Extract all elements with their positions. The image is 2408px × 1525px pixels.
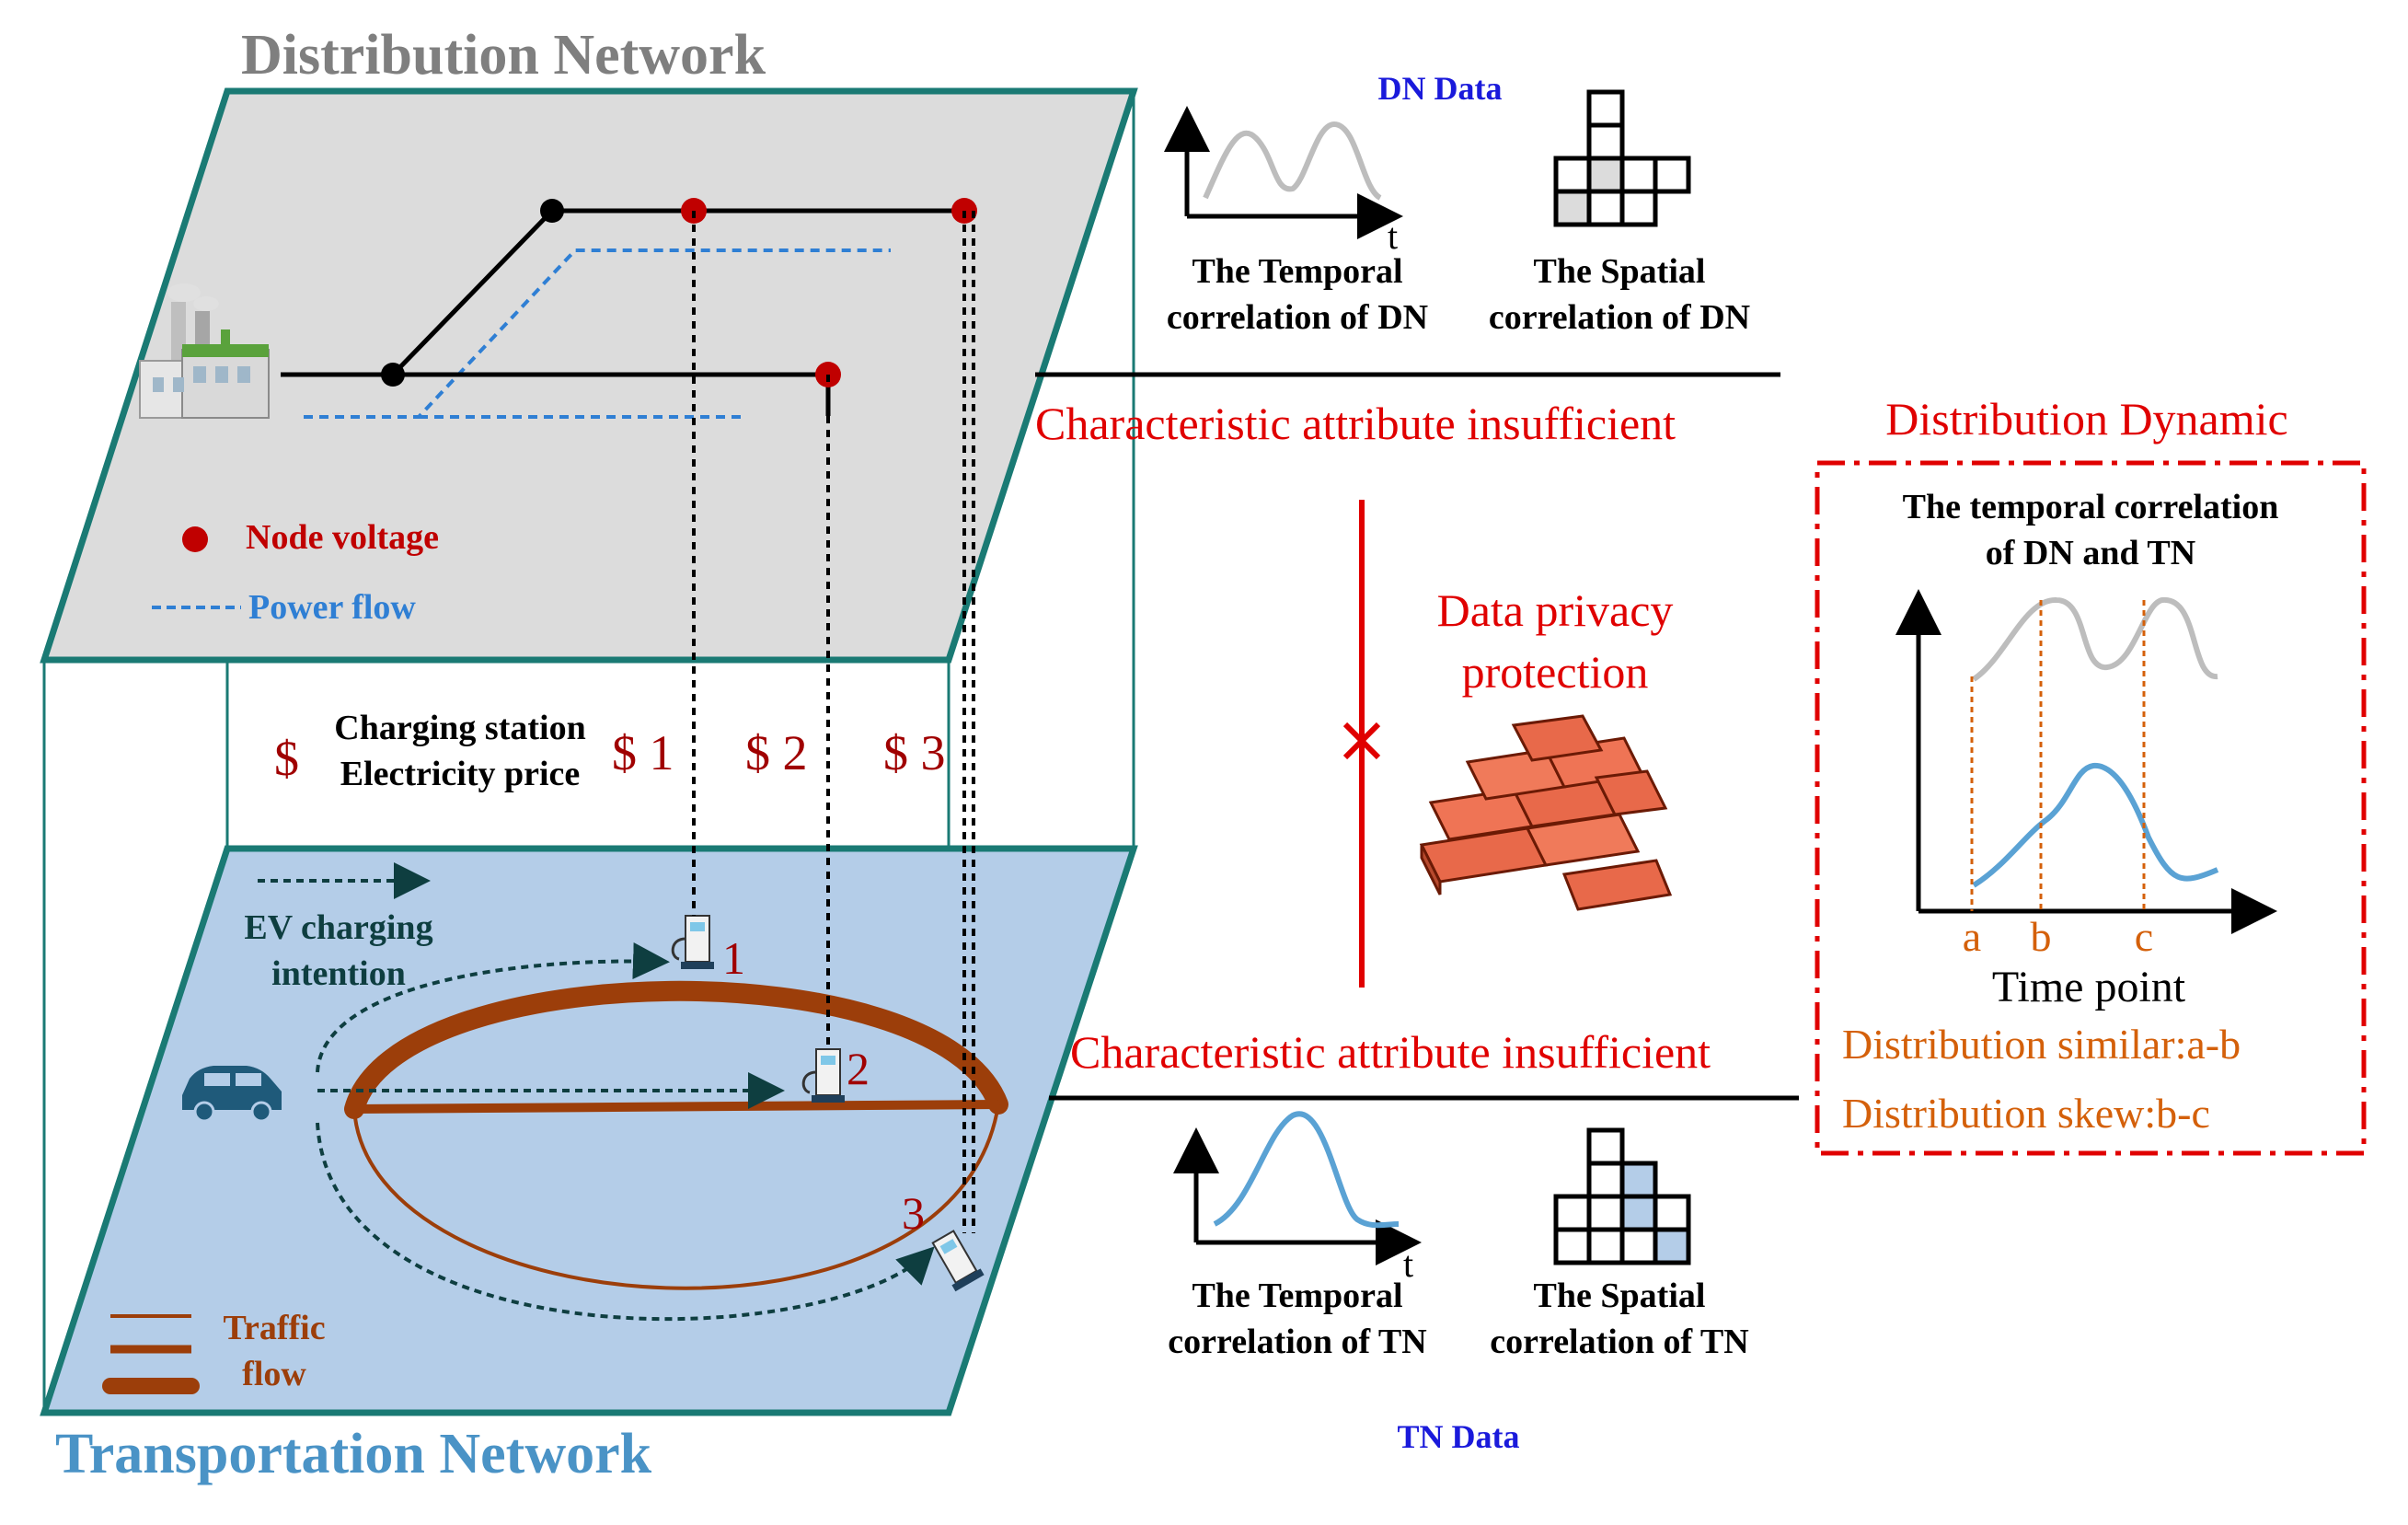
power-flow-legend-label: Power flow — [248, 588, 416, 627]
dn-series-curve — [1972, 596, 2218, 682]
tn-axis-t: t — [1403, 1243, 1413, 1285]
node-voltage-legend-label: Node voltage — [246, 518, 439, 557]
price-label-line2: Electricity price — [340, 755, 581, 793]
dn-data-title: DN Data — [1378, 70, 1503, 107]
transportation-network-layer: Transportation Network 1 — [40, 845, 1138, 1485]
price-item-2: $ 2 — [745, 725, 808, 780]
dynamic-title: Distribution Dynamic — [1885, 393, 2287, 445]
power-plant-icon — [139, 283, 270, 419]
tn-plane — [40, 845, 1138, 1416]
dn-axis-t: t — [1388, 215, 1398, 257]
tn-temporal-line2: correlation of TN — [1168, 1323, 1426, 1361]
station-label-1: 1 — [722, 932, 745, 984]
station-label-3: 3 — [902, 1187, 925, 1239]
dn-spatial-grid — [1553, 89, 1691, 227]
charging-station-icon — [801, 1048, 845, 1103]
tick-a: a — [1963, 913, 1981, 960]
brick-wall-icon — [1419, 714, 1673, 911]
distribution-dynamic-panel: Distribution Dynamic The temporal correl… — [1815, 393, 2367, 1156]
time-markers — [1970, 600, 2146, 911]
dn-temporal-line1: The Temporal — [1192, 252, 1402, 291]
traffic-flow-medium — [353, 1100, 999, 1114]
traffic-flow-heavy — [344, 980, 1008, 1119]
dynamic-box-title-line2: of DN and TN — [1986, 534, 2195, 572]
dn-data-panel: DN Data t The Temporal correlation of DN… — [1164, 70, 1750, 337]
dn-spatial-line2: correlation of DN — [1489, 298, 1750, 337]
traffic-flow-label-line1: Traffic — [223, 1309, 325, 1347]
blocked-cross-icon — [1342, 722, 1381, 760]
tn-data-panel: t The Temporal correlation of TN The Spa… — [1168, 1111, 1749, 1455]
tn-title: Transportation Network — [55, 1423, 652, 1485]
privacy-line2: protection — [1462, 646, 1649, 698]
tn-temporal-curve — [1213, 1111, 1400, 1229]
price-item-3: $ 3 — [883, 725, 946, 780]
ev-intention-path-1 — [316, 942, 670, 1073]
price-item-1: $ 1 — [612, 725, 674, 780]
ev-intention-label-line2: intention — [271, 954, 406, 993]
price-symbol: $ — [274, 731, 299, 786]
tn-spatial-line2: correlation of TN — [1490, 1323, 1748, 1361]
dn-title: Distribution Network — [241, 24, 766, 87]
coupling-lines — [692, 211, 975, 1233]
distribution-skew: Distribution skew:b-c — [1842, 1090, 2210, 1137]
tick-c: c — [2135, 913, 2153, 960]
traffic-flow-light — [352, 1103, 1000, 1290]
dn-temporal-line2: correlation of DN — [1167, 298, 1428, 337]
tn-spatial-line1: The Spatial — [1534, 1277, 1706, 1315]
dynamic-xlabel: Time point — [1992, 963, 2186, 1011]
tn-temporal-line1: The Temporal — [1192, 1277, 1402, 1315]
dn-bus-node — [381, 363, 405, 387]
dn-temporal-curve — [1203, 121, 1382, 201]
traffic-flow-label-line2: flow — [242, 1355, 306, 1393]
tn-spatial-grid — [1553, 1127, 1691, 1265]
distribution-similar: Distribution similar:a-b — [1842, 1021, 2241, 1068]
charging-station-icon — [671, 915, 714, 969]
dynamic-box — [1815, 460, 2367, 1156]
insufficient-bottom: Characteristic attribute insufficient — [1070, 1026, 1711, 1078]
ev-intention-label-line1: EV charging — [244, 908, 432, 947]
dn-spatial-line1: The Spatial — [1534, 252, 1706, 291]
charging-station-icon — [931, 1230, 985, 1292]
tn-series-curve — [1972, 763, 2219, 888]
dynamic-box-title-line1: The temporal correlation — [1903, 488, 2279, 526]
insufficient-top: Characteristic attribute insufficient — [1035, 398, 1676, 449]
tick-b: b — [2031, 913, 2052, 960]
distribution-network-layer: Distribution Network — [40, 24, 1138, 664]
privacy-line1: Data privacy — [1437, 584, 1674, 636]
price-labels: $ Charging station Electricity price $ 1… — [274, 709, 946, 793]
station-label-2: 2 — [847, 1043, 870, 1094]
power-flow-lines — [304, 248, 891, 419]
car-icon — [182, 1066, 282, 1123]
price-label-line1: Charging station — [334, 709, 585, 747]
tn-data-title: TN Data — [1398, 1418, 1520, 1455]
ev-intention-path-3 — [316, 1122, 935, 1322]
node-voltage-legend-dot — [182, 526, 208, 552]
dn-bus-node — [540, 199, 564, 223]
